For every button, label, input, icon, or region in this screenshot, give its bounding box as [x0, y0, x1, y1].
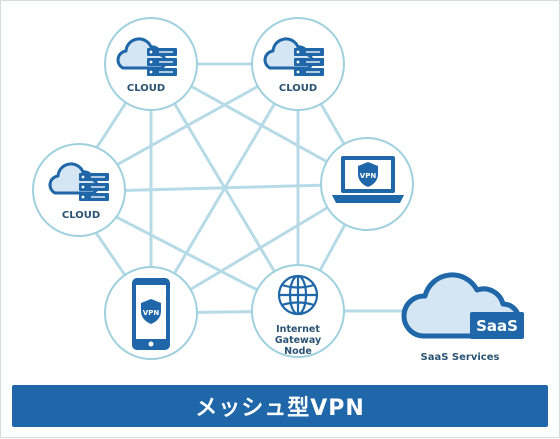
diagram-title-banner: メッシュ型VPN: [12, 385, 548, 427]
cloud-label: CLOUD: [279, 83, 317, 94]
saas-badge-box: [470, 312, 524, 339]
laptop-node: VPN: [320, 137, 414, 231]
gateway-label-line3: Node: [284, 346, 312, 357]
globe-icon: [277, 274, 319, 316]
shield-icon: VPN: [358, 162, 378, 187]
cloud-server-icon: [48, 162, 109, 201]
laptop-icon: VPN: [332, 156, 404, 203]
diagram-title: メッシュ型VPN: [195, 396, 365, 421]
vpn-badge: VPN: [360, 172, 377, 180]
saas-node: SaaS SaaS Services: [401, 272, 524, 363]
cloud-server-icon: [116, 37, 177, 76]
shield-icon: VPN: [141, 299, 161, 324]
cloud-label: CLOUD: [62, 210, 100, 221]
cloud-server-icon: [263, 37, 324, 76]
cloud-node-top-left: CLOUD: [104, 17, 198, 111]
phone-node: VPN: [104, 266, 198, 360]
smartphone-icon: VPN: [132, 278, 170, 350]
gateway-label-line1: Internet: [276, 324, 320, 335]
cloud-node-left: CLOUD: [32, 143, 126, 237]
saas-label: SaaS Services: [421, 352, 500, 363]
cloud-label: CLOUD: [127, 83, 165, 94]
cloud-node-top-right: CLOUD: [251, 17, 345, 111]
saas-badge: SaaS: [476, 317, 518, 335]
gateway-node: Internet Gateway Node: [251, 264, 345, 358]
vpn-badge: VPN: [143, 309, 160, 317]
gateway-label-line2: Gateway: [275, 335, 322, 346]
